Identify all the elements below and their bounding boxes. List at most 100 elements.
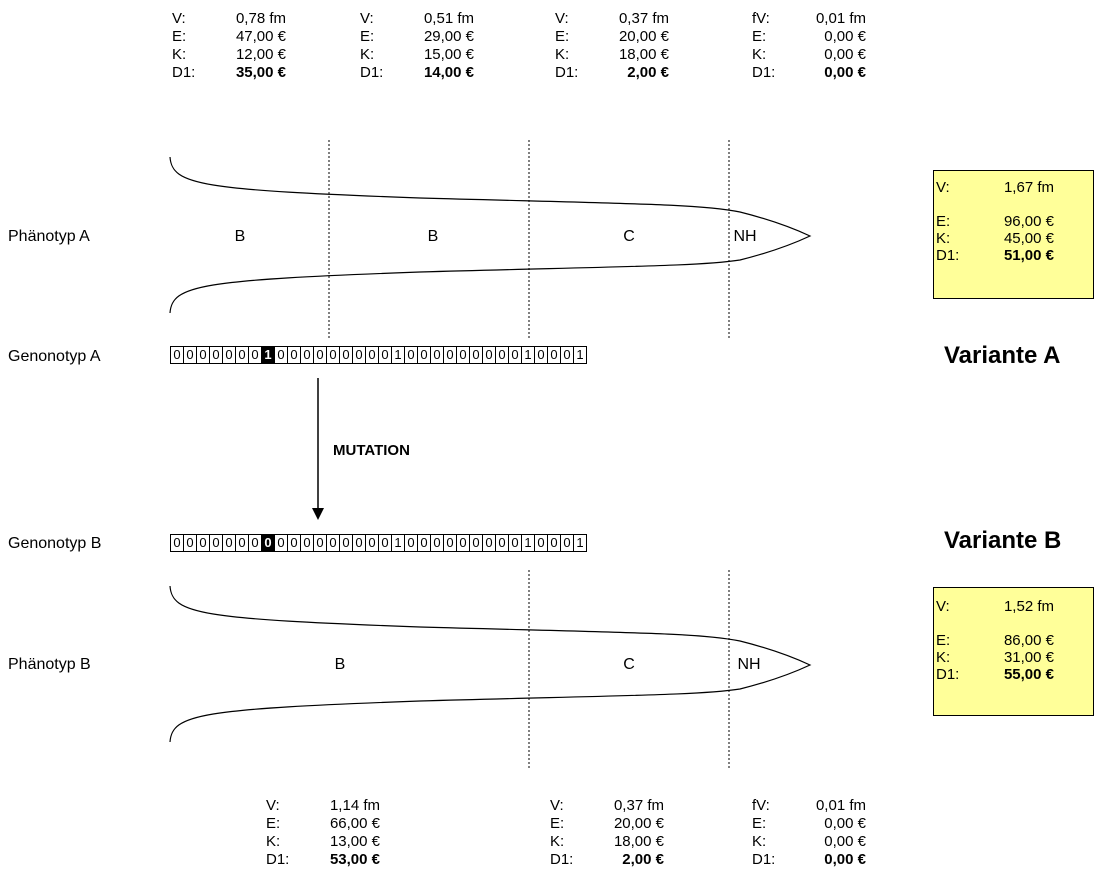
- stat-key: V:: [360, 10, 374, 27]
- stat-key: K:: [360, 46, 375, 63]
- stat-row: K:18,00 €: [550, 833, 664, 851]
- stat-row: D1: 35,00 €: [172, 64, 286, 82]
- genotype-bit: 0: [534, 534, 548, 552]
- genotype-bit: 0: [547, 534, 561, 552]
- stat-key: K:: [752, 833, 767, 850]
- box-row: K: 31,00 €: [934, 649, 1093, 666]
- stat-value: 18,00 €: [618, 46, 669, 63]
- box-row: D1:51,00 €: [934, 247, 1093, 264]
- stat-value: 0,00 €: [824, 833, 866, 850]
- box-key: E:: [936, 213, 951, 230]
- genotype-bit: 0: [196, 346, 210, 364]
- stat-row: E:66,00 €: [266, 815, 380, 833]
- stat-key: D1:: [172, 64, 196, 81]
- stat-key: D1:: [752, 64, 776, 81]
- stat-key: V:: [555, 10, 569, 27]
- genotype-bit: 0: [352, 534, 366, 552]
- box-value: 31,00 €: [1003, 649, 1054, 666]
- stat-row: V: 0,37 fm: [555, 10, 669, 28]
- genotype-bit: 0: [378, 534, 392, 552]
- genotype-bit: 0: [534, 346, 548, 364]
- stat-row: fV:0,01 fm: [752, 10, 866, 28]
- stat-key: E:: [752, 28, 767, 45]
- stat-row: E: 20,00 €: [550, 815, 664, 833]
- genotype-bit: 0: [378, 346, 392, 364]
- genotype-bit: 1: [391, 534, 405, 552]
- stat-row: D1:14,00 €: [360, 64, 474, 82]
- stat-row: D1:0,00 €: [752, 64, 866, 82]
- stat-value: 20,00 €: [613, 815, 664, 832]
- mutation-label: MUTATION: [333, 442, 410, 459]
- stat-row: E:47,00 €: [172, 28, 286, 46]
- stat-value: 0,51 fm: [423, 10, 474, 27]
- stat-value: 66,00 €: [329, 815, 380, 832]
- genotype-bit: 0: [456, 534, 470, 552]
- stat-key: V:: [266, 797, 280, 814]
- stat-row: K: 18,00 €: [555, 46, 669, 64]
- stat-key: E:: [550, 815, 565, 832]
- stat-value: 35,00 €: [235, 64, 286, 81]
- stat-key: K:: [266, 833, 281, 850]
- box-row: E:86,00 €: [934, 632, 1093, 649]
- genotype-bit: 0: [287, 534, 301, 552]
- phenotype-b-seg-3: NH: [737, 656, 761, 673]
- stat-key: E:: [555, 28, 570, 45]
- stat-row: K: 0,00 €: [752, 833, 866, 851]
- stat-key: D1:: [752, 851, 776, 868]
- genotype-bit: 0: [248, 346, 262, 364]
- genotype-b-label: Genonotyp B: [8, 535, 102, 552]
- box-key: V:: [936, 598, 950, 615]
- stat-row: K:15,00 €: [360, 46, 474, 64]
- stat-row: E:0,00 €: [752, 815, 866, 833]
- genotype-bit: 0: [300, 346, 314, 364]
- top-stats-3: V: 0,37 fm E: 20,00 € K: 18,00 €D1:2,00 €: [555, 10, 669, 82]
- box-key: K:: [936, 649, 951, 666]
- genotype-bit: 0: [339, 534, 353, 552]
- box-value: 96,00 €: [1003, 213, 1054, 230]
- box-value: 1,67 fm: [1003, 179, 1054, 196]
- stat-row: fV:0,01 fm: [752, 797, 866, 815]
- genotype-bit: 1: [521, 346, 535, 364]
- genotype-bit-highlighted: 0: [261, 534, 275, 552]
- stat-key: K:: [555, 46, 570, 63]
- genotype-bit: 0: [248, 534, 262, 552]
- stat-value: 1,14 fm: [329, 797, 380, 814]
- genotype-bit: 0: [326, 346, 340, 364]
- stat-row: K:13,00 €: [266, 833, 380, 851]
- genotype-bit: 0: [495, 534, 509, 552]
- genotype-bit: 0: [469, 346, 483, 364]
- genotype-bit: 0: [300, 534, 314, 552]
- stat-value: 0,00 €: [824, 851, 866, 868]
- stat-value: 0,01 fm: [815, 797, 866, 814]
- phenotype-a-seg-3: C: [623, 228, 635, 245]
- box-row: [934, 615, 1093, 632]
- genotype-bit: 0: [365, 534, 379, 552]
- stat-row: E:0,00 €: [752, 28, 866, 46]
- stat-value: 29,00 €: [423, 28, 474, 45]
- genotype-bit: 0: [482, 346, 496, 364]
- box-value: 51,00 €: [1003, 247, 1054, 264]
- stat-value: 20,00 €: [618, 28, 669, 45]
- stat-row: V: 0,51 fm: [360, 10, 474, 28]
- genotype-bit: 0: [417, 346, 431, 364]
- genotype-bit: 0: [183, 534, 197, 552]
- box-key: K:: [936, 230, 951, 247]
- box-value: 45,00 €: [1003, 230, 1054, 247]
- stat-value: 53,00 €: [329, 851, 380, 868]
- genotype-bit: 0: [313, 534, 327, 552]
- stat-row: D1:2,00 €: [555, 64, 669, 82]
- stat-key: D1:: [360, 64, 384, 81]
- stat-key: K:: [752, 46, 767, 63]
- genotype-bit: 0: [352, 346, 366, 364]
- stat-value: 0,37 fm: [618, 10, 669, 27]
- genotype-bit: 1: [573, 346, 587, 364]
- genotype-bit: 0: [404, 534, 418, 552]
- genotype-bit: 0: [209, 534, 223, 552]
- phenotype-a-seg-4: NH: [733, 228, 757, 245]
